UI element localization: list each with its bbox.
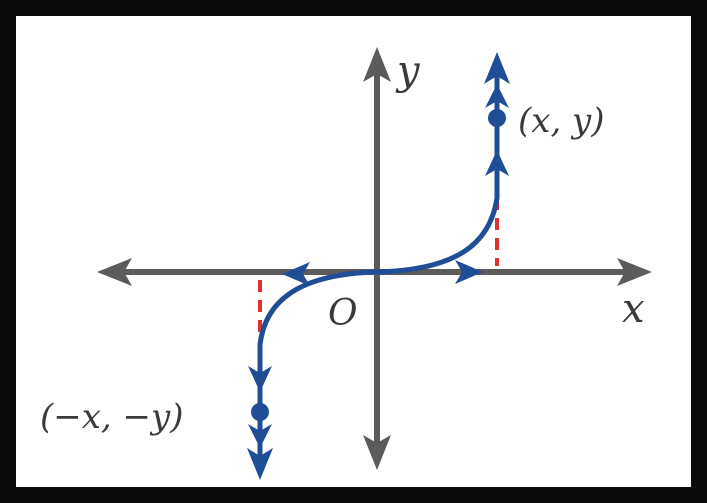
point-marker-negative-icon <box>251 403 269 421</box>
y-axis <box>363 47 391 470</box>
y-axis-up-arrow-icon <box>363 47 391 82</box>
origin-label: O <box>328 293 358 334</box>
point-label-negative: (−x, −y) <box>40 397 184 437</box>
curve-top-double-arrow-icon <box>485 84 509 108</box>
curve-bottom-arrow-icon <box>247 448 273 480</box>
y-axis-label: y <box>395 48 421 94</box>
curve-top-arrow-icon <box>484 52 510 84</box>
direction-arrow-down-icon <box>248 366 272 392</box>
x-axis-label: x <box>622 286 645 332</box>
odd-function-curve <box>257 67 500 468</box>
direction-arrow-up-icon <box>485 150 509 176</box>
y-axis-down-arrow-icon <box>363 435 391 470</box>
x-axis-right-arrow-icon <box>617 258 652 286</box>
direction-arrow-left-icon <box>282 262 310 286</box>
x-axis-left-arrow-icon <box>97 258 132 286</box>
curve-bottom-double-arrow-icon <box>248 424 272 448</box>
direction-arrow-right-icon <box>455 260 483 284</box>
point-label-positive: (x, y) <box>518 101 605 141</box>
point-marker-positive-icon <box>488 109 506 127</box>
